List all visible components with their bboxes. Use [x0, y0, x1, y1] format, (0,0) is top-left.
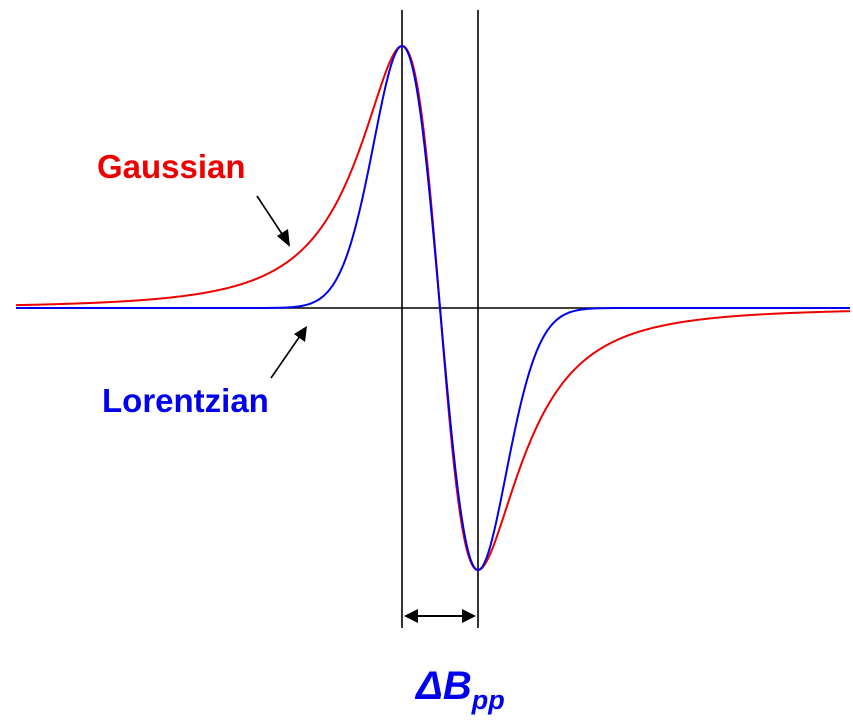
gaussian-arrow-icon	[256, 195, 290, 247]
delta-bpp-label: ΔBpp	[416, 664, 505, 716]
double-arrow-icon	[404, 609, 476, 623]
lorentzian-label: Lorentzian	[102, 382, 269, 419]
delta-subscript: pp	[471, 685, 505, 715]
gaussian-label: Gaussian	[97, 148, 246, 185]
lorentzian-curve	[16, 44, 850, 572]
delta-symbol: ΔB	[416, 664, 472, 708]
lorentzian-arrow-icon	[270, 326, 307, 379]
